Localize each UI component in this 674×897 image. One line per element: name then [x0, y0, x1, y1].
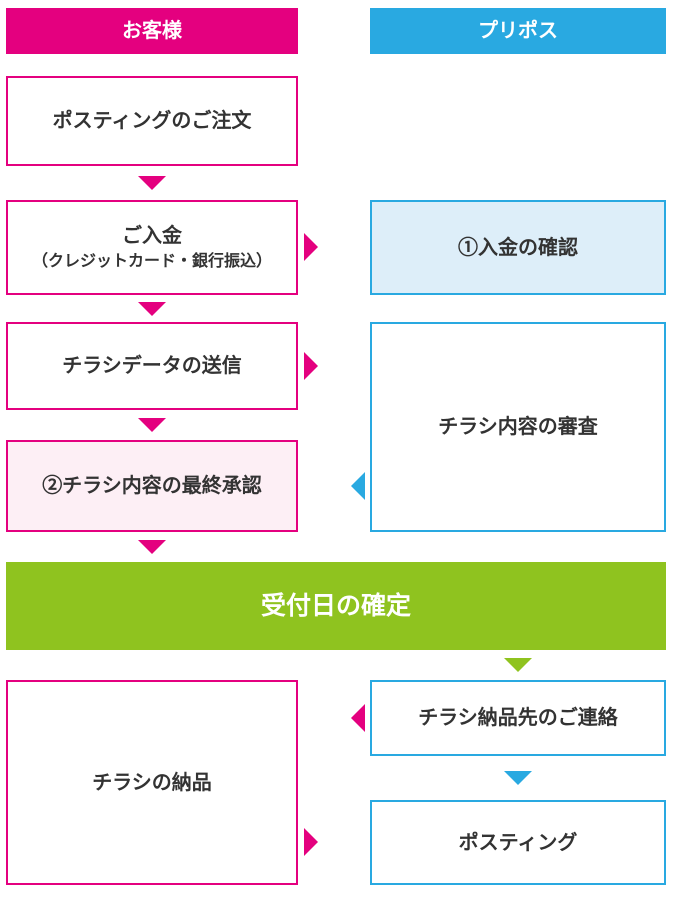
arrow-left-icon — [351, 472, 365, 500]
arrow-down-icon — [138, 540, 166, 554]
step-flyer-review: チラシ内容の審査 — [370, 322, 666, 532]
header-pripos: プリポス — [370, 8, 666, 54]
step-posting: ポスティング — [370, 800, 666, 885]
step-posting-order: ポスティングのご注文 — [6, 76, 298, 166]
arrow-down-icon — [504, 658, 532, 672]
arrow-down-icon — [138, 176, 166, 190]
header-customer: お客様 — [6, 8, 298, 54]
arrow-down-icon — [138, 302, 166, 316]
milestone-reception-date: 受付日の確定 — [6, 562, 666, 650]
step-payment-title: ご入金 — [122, 224, 182, 247]
step-payment-confirmation: ①入金の確認 — [370, 200, 666, 295]
step-final-approval: ②チラシ内容の最終承認 — [6, 440, 298, 532]
arrow-right-icon — [304, 828, 318, 856]
arrow-right-icon — [304, 233, 318, 261]
step-delivery-address-contact: チラシ納品先のご連絡 — [370, 680, 666, 756]
arrow-right-icon — [304, 352, 318, 380]
arrow-down-icon — [504, 771, 532, 785]
step-flyer-delivery: チラシの納品 — [6, 680, 298, 885]
arrow-down-icon — [138, 418, 166, 432]
step-payment-subtitle: （クレジットカード・銀行振込） — [31, 252, 272, 270]
step-payment: ご入金 （クレジットカード・銀行振込） — [6, 200, 298, 295]
step-flyer-data-send: チラシデータの送信 — [6, 322, 298, 410]
arrow-left-icon — [351, 704, 365, 732]
